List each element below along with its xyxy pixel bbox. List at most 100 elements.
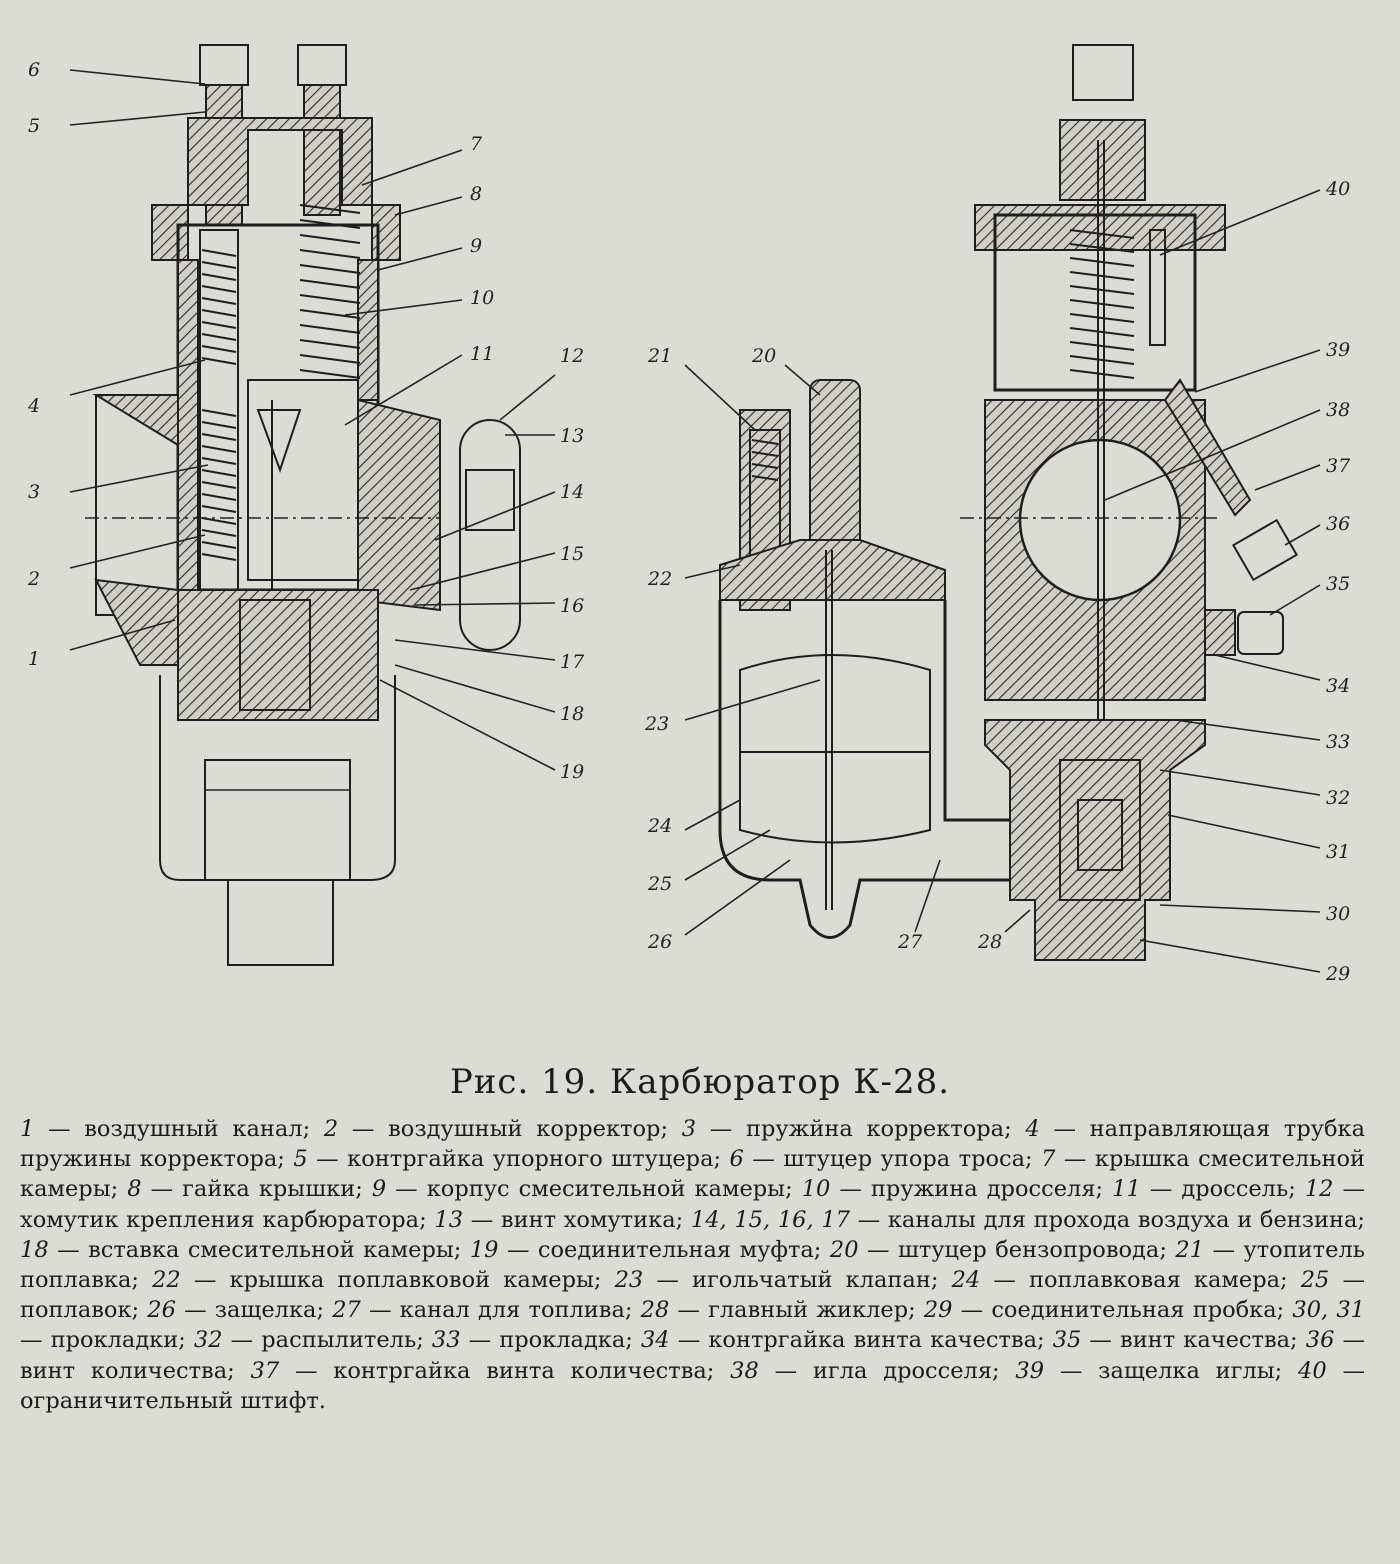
callout-11: 11 <box>470 343 494 365</box>
legend-item-number: 13 <box>434 1206 464 1233</box>
legend-item-number: 37 <box>250 1357 280 1384</box>
legend-item-text: — вставка смесительной камеры; <box>48 1236 470 1263</box>
legend-item: 39 — защелка иглы; <box>1015 1358 1298 1384</box>
callout-15: 15 <box>560 543 584 565</box>
float-chamber-view <box>718 379 1030 939</box>
legend-item: 11 — дроссель; <box>1112 1176 1305 1202</box>
legend-item: 29 — соединительная пробка; <box>924 1297 1293 1323</box>
legend-item: 37 — контргайка винта количества; <box>251 1358 731 1384</box>
left-section-view <box>85 44 521 966</box>
callout-24: 24 <box>647 815 672 837</box>
legend-item-number: 1 <box>20 1116 35 1142</box>
legend-item-number: 8 <box>127 1176 142 1203</box>
leader-lines <box>69 69 1321 973</box>
callout-3: 3 <box>28 481 40 503</box>
legend-item-text: — соединительная муфта; <box>498 1236 830 1263</box>
carburetor-diagram: 6 5 7 8 9 10 11 12 13 14 15 16 17 18 19 … <box>27 44 1351 985</box>
legend-item-number: 27 <box>332 1297 361 1324</box>
legend-item: 30, 31 — прокладки; <box>20 1297 1365 1353</box>
callout-5: 5 <box>28 115 40 137</box>
callout-30: 30 <box>1326 903 1350 925</box>
legend-item-text: — пружина дросселя; <box>830 1176 1113 1203</box>
callout-10: 10 <box>470 287 494 309</box>
legend-item-number: 30, 31 <box>1292 1297 1365 1324</box>
legend-item-text: — каналы для прохода воздуха и бензина; <box>849 1206 1366 1233</box>
callout-18: 18 <box>560 703 584 725</box>
legend-item: 20 — штуцер бензопровода; <box>830 1237 1176 1263</box>
legend-item-number: 5 <box>293 1146 308 1173</box>
legend-item-number: 33 <box>431 1327 461 1354</box>
legend-item: 40 — ограничительный штифт. <box>20 1358 1365 1414</box>
legend-item-number: 32 <box>193 1327 223 1354</box>
callout-7: 7 <box>470 133 483 155</box>
callout-29: 29 <box>1325 963 1350 985</box>
legend-item-text: — главный жиклер; <box>669 1297 924 1324</box>
callout-2: 2 <box>27 568 40 590</box>
legend-item-number: 22 <box>152 1267 181 1294</box>
callout-27: 27 <box>897 931 923 953</box>
callout-9: 9 <box>470 235 482 257</box>
callout-19: 19 <box>560 761 584 783</box>
legend-item: 33 — прокладка; <box>432 1327 641 1353</box>
callout-25: 25 <box>647 873 672 895</box>
legend-item-number: 23 <box>614 1267 644 1294</box>
legend-item-number: 34 <box>640 1327 670 1354</box>
callout-38: 38 <box>1326 399 1350 421</box>
legend-item-number: 12 <box>1304 1176 1334 1203</box>
legend-item-text: — винт количества; <box>20 1327 1365 1384</box>
legend-item-text: — защелка; <box>175 1297 333 1324</box>
legend-item: 2 — воздушный корректор; <box>324 1116 682 1142</box>
callout-37: 37 <box>1326 455 1351 477</box>
callout-17: 17 <box>560 651 585 673</box>
legend-item: 18 — вставка смесительной камеры; <box>20 1237 470 1263</box>
legend-item-text: — направляющая трубка пружины корректора… <box>20 1116 1365 1173</box>
legend-item: 36 — винт количества; <box>20 1327 1365 1383</box>
legend-item: 26 — защелка; <box>147 1297 332 1323</box>
legend-item: 35 — винт качества; <box>1053 1327 1306 1353</box>
legend-item-number: 18 <box>20 1236 49 1263</box>
callout-26: 26 <box>647 931 672 953</box>
legend-item-number: 21 <box>1175 1236 1205 1263</box>
callout-39: 39 <box>1326 339 1350 361</box>
callout-20: 20 <box>751 345 776 367</box>
legend-item-number: 40 <box>1298 1357 1327 1384</box>
figure-legend: 1 — воздушный канал; 2 — воздушный корре… <box>20 1114 1365 1416</box>
figure-caption: Рис. 19. Карбюратор К-28. <box>449 1062 951 1102</box>
callout-1: 1 <box>28 648 40 670</box>
legend-item-text: — распылитель; <box>222 1327 432 1354</box>
legend-item: 6 — штуцер упора троса; <box>730 1146 1042 1172</box>
legend-item-number: 28 <box>640 1297 670 1324</box>
legend-item-text: — дроссель; <box>1140 1176 1305 1203</box>
legend-item: 38 — игла дросселя; <box>730 1358 1015 1384</box>
legend-item-number: 39 <box>1015 1357 1045 1384</box>
callout-23: 23 <box>644 713 669 735</box>
callout-36: 36 <box>1326 513 1350 535</box>
callout-12: 12 <box>560 345 584 367</box>
legend-item-text: — канал для топлива; <box>360 1297 641 1324</box>
legend-item: 27 — канал для топлива; <box>332 1297 640 1323</box>
legend-item-text: — штуцер упора троса; <box>743 1146 1042 1173</box>
legend-item-number: 19 <box>469 1236 499 1263</box>
legend-item: 21 — утопитель поплавка; <box>20 1237 1365 1293</box>
legend-item: 12 — хомутик крепления карбюратора; <box>20 1176 1365 1232</box>
legend-item-text: — соединительная пробка; <box>952 1297 1293 1324</box>
legend-item-text: — воздушный корректор; <box>338 1116 682 1142</box>
callout-22: 22 <box>647 568 672 590</box>
legend-item: 5 — контргайка упорного штуцера; <box>293 1146 729 1172</box>
legend-item-text: — крышка смесительной камеры; <box>20 1146 1365 1203</box>
legend-item: 34 — контргайка винта качества; <box>641 1327 1053 1353</box>
legend-item-number: 36 <box>1305 1327 1335 1354</box>
legend-item-text: — контргайка упорного штуцера; <box>307 1146 730 1173</box>
legend-item-number: 3 <box>681 1116 697 1142</box>
legend-item: 23 — игольчатый клапан; <box>615 1267 952 1293</box>
callout-8: 8 <box>470 183 482 205</box>
legend-item: 32 — распылитель; <box>194 1327 432 1353</box>
legend-item-text: — игольчатый клапан; <box>643 1267 952 1294</box>
callout-13: 13 <box>560 425 584 447</box>
callout-33: 33 <box>1326 731 1350 753</box>
legend-item-text: — пружйна корректора; <box>696 1116 1026 1142</box>
callout-21: 21 <box>647 345 672 367</box>
legend-item-number: 11 <box>1112 1176 1141 1203</box>
legend-item-number: 10 <box>801 1176 831 1203</box>
legend-item-number: 7 <box>1041 1146 1056 1173</box>
